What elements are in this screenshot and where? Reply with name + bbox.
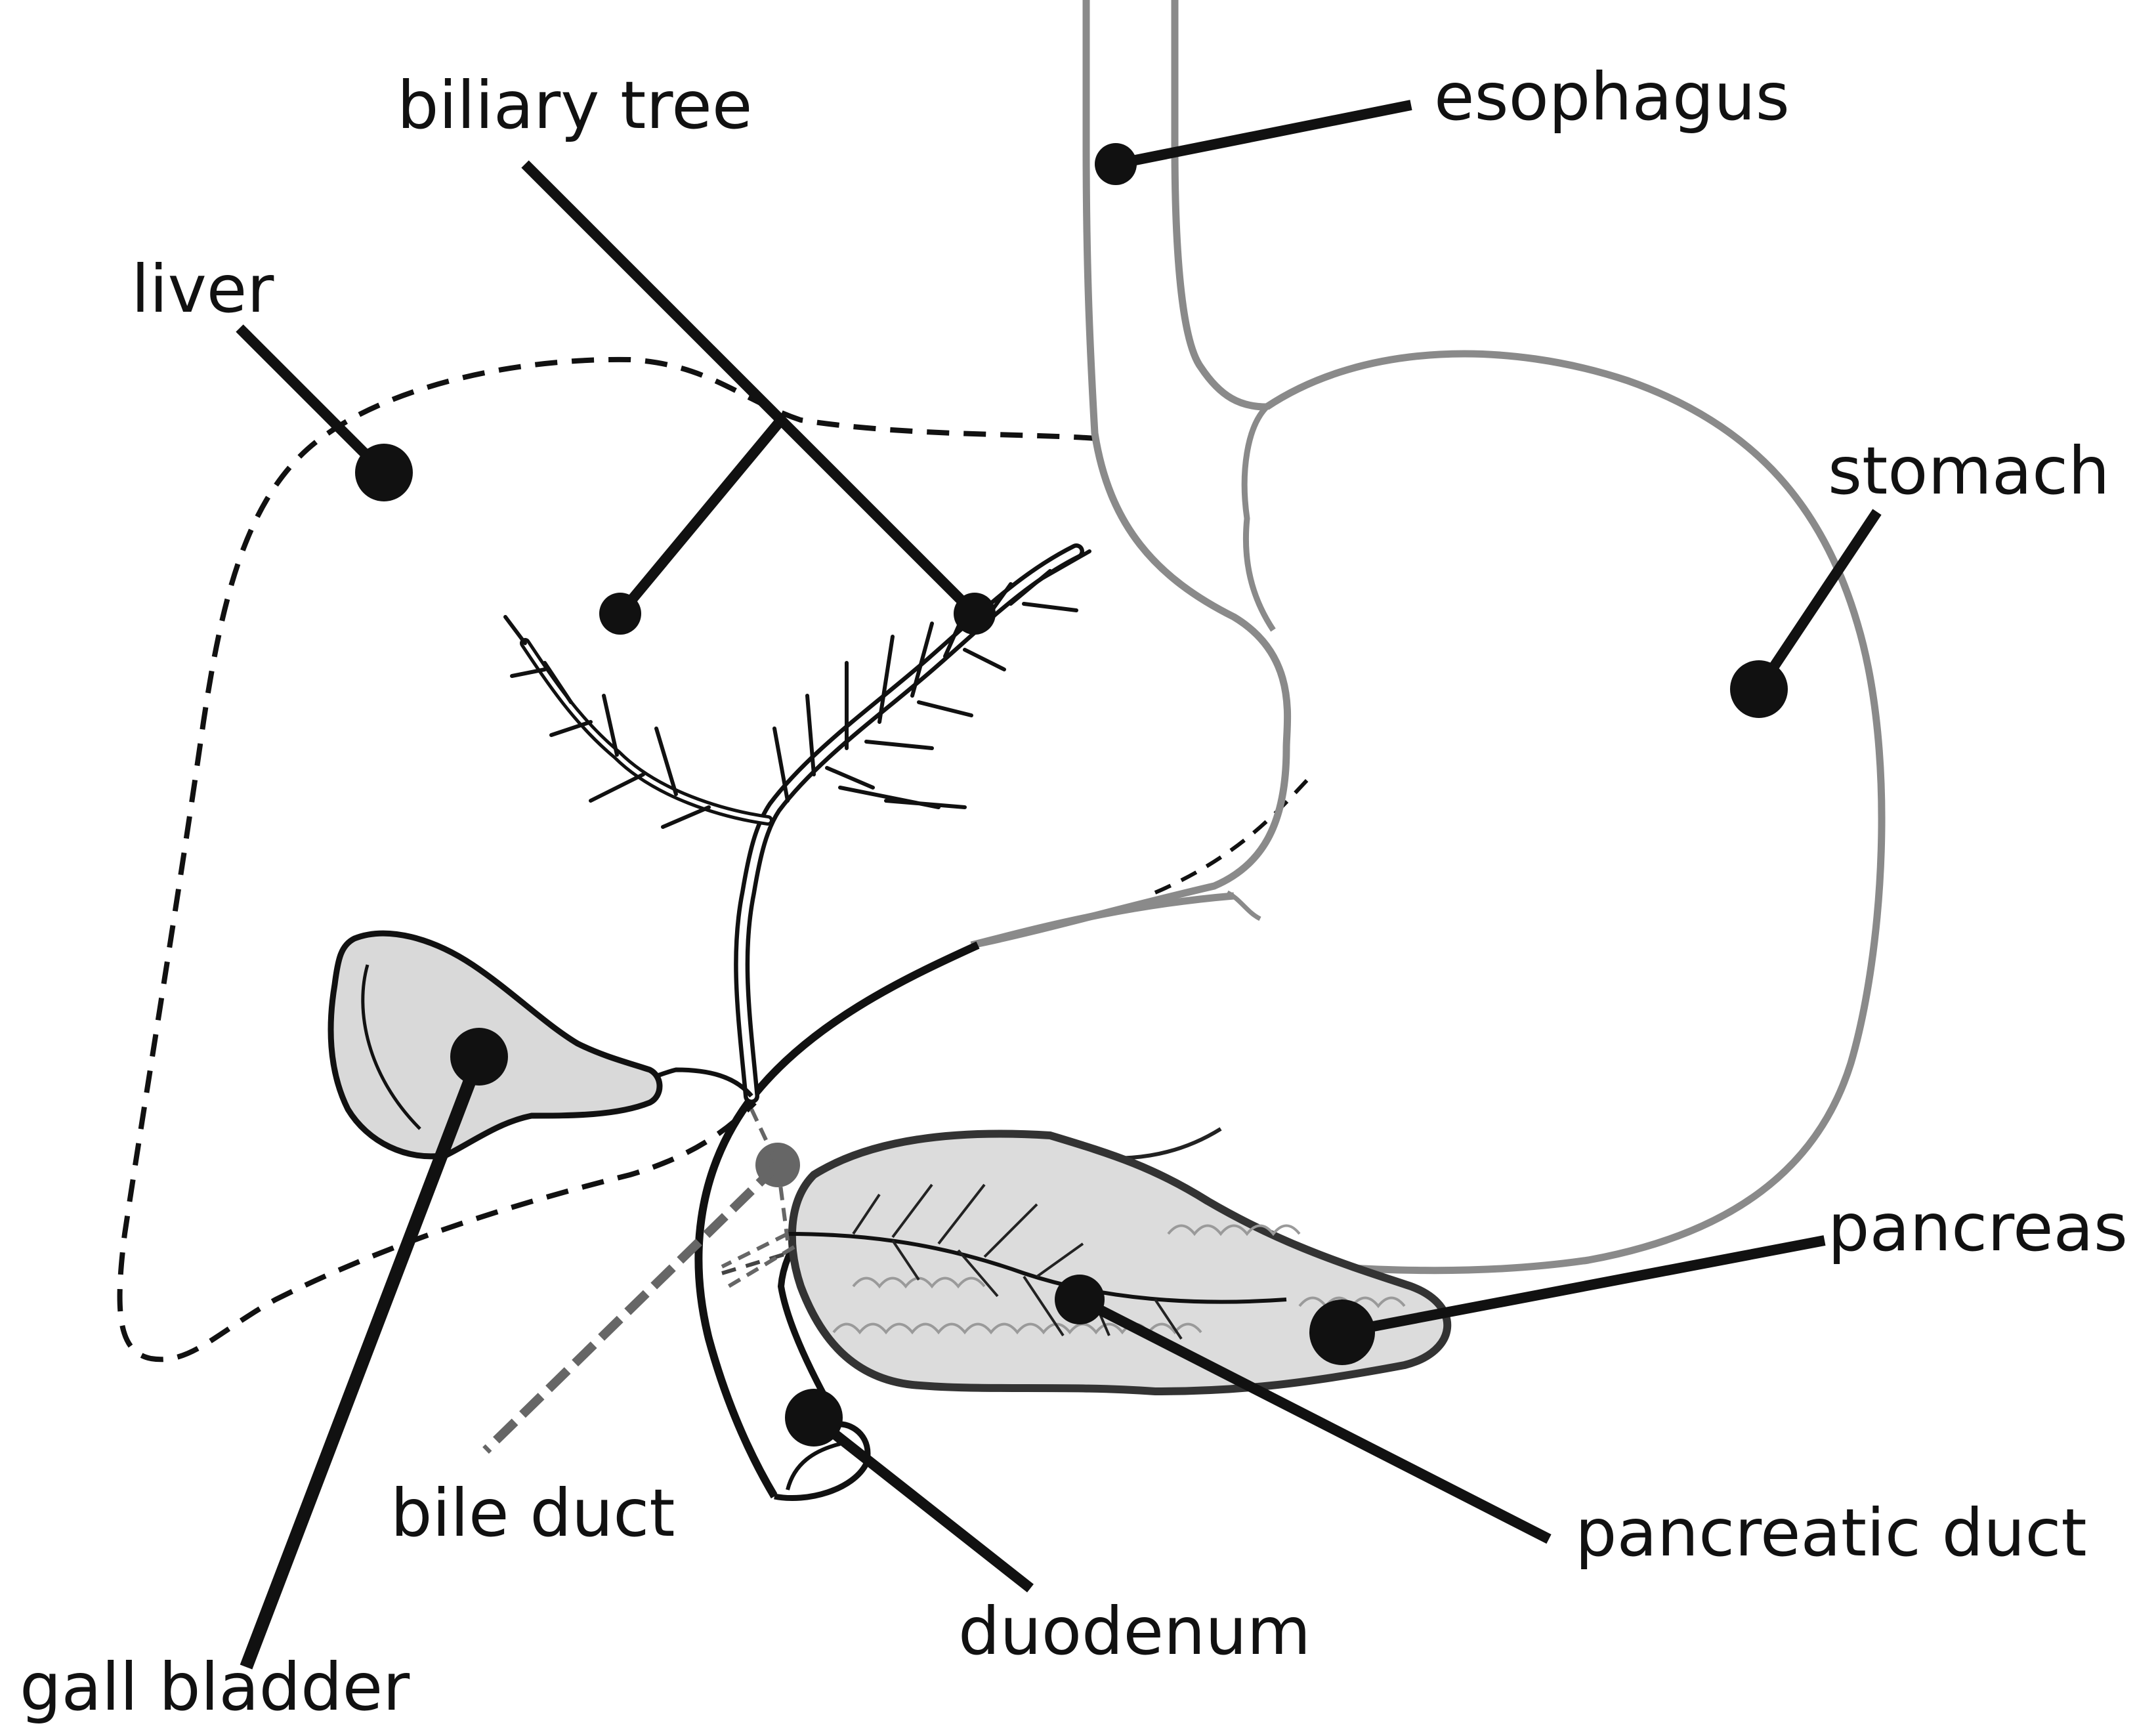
leader-stomach [1730, 509, 1882, 718]
label-duodenum: duodenum [958, 1593, 1311, 1670]
label-esophagus: esophagus [1434, 58, 1790, 135]
label-stomach: stomach [1828, 433, 2110, 509]
bile-duct-course-dashed [721, 1108, 795, 1288]
duodenum-lumen [786, 1442, 841, 1490]
label-liver: liver [131, 251, 274, 327]
stomach-greater-curve [1264, 350, 1886, 1275]
leader-duodenum [785, 1389, 1034, 1593]
leader-biliary-tree [521, 160, 996, 635]
pancreas-body [788, 1130, 1451, 1396]
leader-pancreas [1309, 1235, 1826, 1365]
label-pancreas: pancreas [1828, 1189, 2128, 1266]
pancreatic-duct-line [787, 1232, 1287, 1304]
leader-pancreatic-duct [1055, 1275, 1552, 1544]
esophagus-left-wall [970, 0, 1292, 949]
liver-outline [117, 356, 1097, 1362]
leader-gall-bladder [240, 1028, 508, 1670]
stomach-fold [1226, 890, 1261, 921]
label-gall-bladder: gall bladder [20, 1649, 410, 1725]
common-hepatic-duct [734, 543, 1084, 1104]
stomach-fundus-inner [1241, 404, 1276, 632]
leader-liver [236, 324, 413, 501]
liver-stomach-edge [1154, 772, 1315, 895]
esophagus-right-wall [1171, 0, 1267, 411]
stomach-lesser-curve [970, 892, 1235, 949]
gall-bladder-fold [361, 964, 421, 1130]
label-pancreatic-duct: pancreatic duct [1575, 1494, 2087, 1571]
common-hepatic-duct-lumen [738, 547, 1080, 1100]
label-bile-duct: bile duct [391, 1475, 675, 1552]
label-biliary-tree: biliary tree [397, 67, 752, 144]
leader-esophagus [1095, 100, 1412, 185]
bile-duct-dashed [482, 1161, 781, 1454]
duodenum-outer-wall [694, 941, 980, 1499]
biliary-twigs [503, 549, 1091, 829]
